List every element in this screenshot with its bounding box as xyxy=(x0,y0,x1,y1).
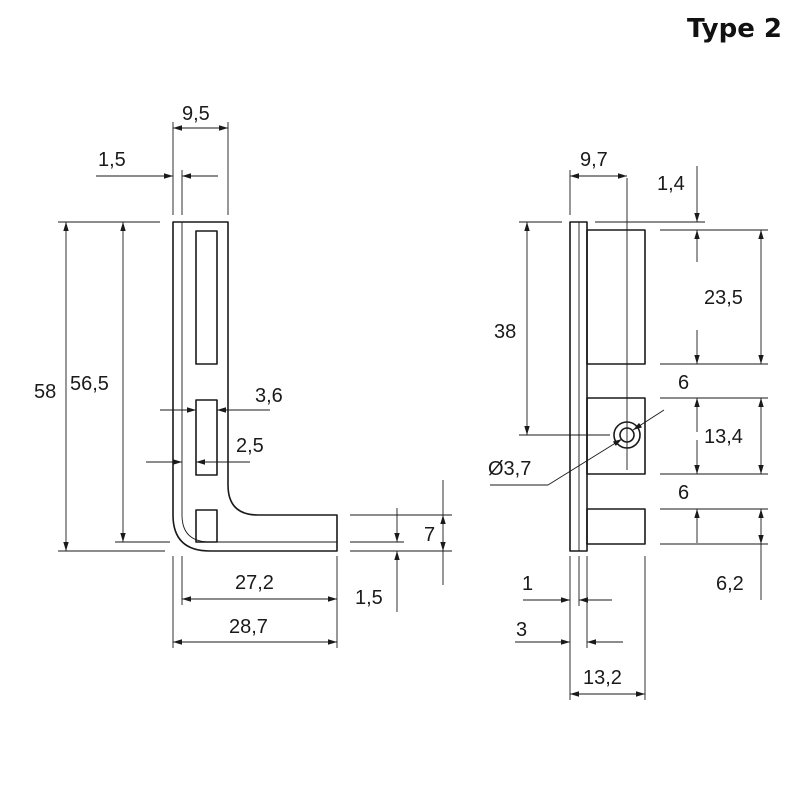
dim-gap-lower: 6 xyxy=(678,482,689,504)
left-view: 9,5 1,5 58 56,5 3,6 2,5 27,2 28,7 xyxy=(34,103,452,648)
dim-block-top: 23,5 xyxy=(704,287,743,309)
dim-block-width: 9,7 xyxy=(580,149,608,171)
block-lower xyxy=(586,508,646,545)
dim-slot-width: 3,6 xyxy=(255,385,283,407)
dim-slot-offset: 2,5 xyxy=(236,435,264,457)
drawing-title: Type 2 xyxy=(687,14,782,44)
dim-wall: 1,5 xyxy=(98,149,126,171)
dim-base-height: 7 xyxy=(424,524,435,546)
l-profile-outline xyxy=(172,221,338,552)
hole-outer xyxy=(613,421,641,449)
dim-hole-diameter: Ø3,7 xyxy=(488,458,531,480)
block-middle xyxy=(586,397,646,475)
dim-base-length-total: 28,7 xyxy=(229,616,268,638)
dim-gap-upper: 6 xyxy=(678,372,689,394)
slot-upper xyxy=(195,230,218,365)
back-plate xyxy=(569,221,588,552)
dim-base-length-inner: 27,2 xyxy=(235,572,274,594)
block-upper xyxy=(586,229,646,365)
dim-top-offset: 1,4 xyxy=(657,173,685,195)
dim-height-inner: 56,5 xyxy=(70,373,109,395)
slot-middle xyxy=(195,399,218,476)
dim-plate-offset: 3 xyxy=(516,619,527,641)
slot-lower xyxy=(195,509,218,543)
dim-total-depth: 13,2 xyxy=(583,667,622,689)
dim-hole-block: 13,4 xyxy=(704,426,743,448)
dim-height-upper: 38 xyxy=(494,321,516,343)
l-profile-inner-wall xyxy=(181,222,337,543)
right-view: 9,7 1,4 23,5 6 13,4 6 6,2 38 xyxy=(488,149,768,700)
hole-inner xyxy=(619,427,635,443)
dim-height-total: 58 xyxy=(34,381,56,403)
dim-block-bottom: 6,2 xyxy=(716,573,744,595)
dim-base-wall: 1,5 xyxy=(355,587,383,609)
dim-top-width: 9,5 xyxy=(182,103,210,125)
dim-plate-thickness: 1 xyxy=(522,573,533,595)
